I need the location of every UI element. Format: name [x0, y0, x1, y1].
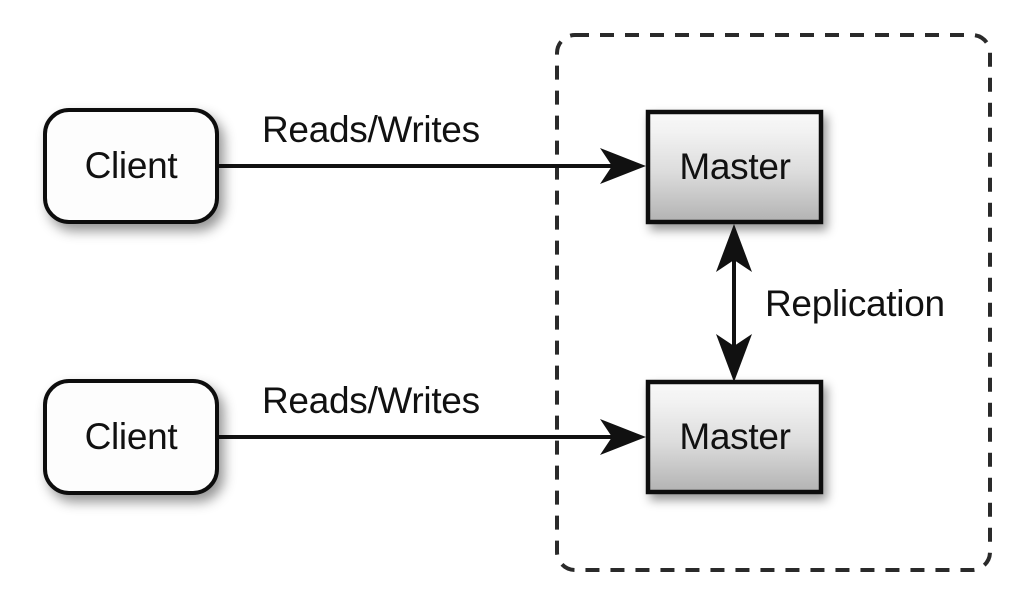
master-bottom-label: Master — [679, 416, 790, 457]
node-master-top[interactable] — [645, 109, 824, 225]
replication-group-boundary — [555, 33, 992, 572]
node-client-top[interactable] — [43, 108, 219, 224]
edge-reads-writes-bottom — [216, 419, 646, 455]
arrowhead-replication-up — [716, 224, 752, 272]
edge-label-reads-writes-top: Reads/Writes — [262, 109, 480, 150]
edge-replication — [716, 224, 752, 382]
client-bottom-shape[interactable] — [43, 379, 219, 495]
master-bottom-shape[interactable] — [645, 379, 824, 495]
edge-label-replication: Replication — [765, 283, 945, 324]
edge-label-reads-writes-bottom: Reads/Writes — [262, 380, 480, 421]
node-master-bottom[interactable] — [645, 379, 824, 495]
client-top-shape[interactable] — [43, 108, 219, 224]
master-top-shape[interactable] — [645, 109, 824, 225]
group-boundary-outline — [555, 33, 992, 572]
arrowhead-bottom — [600, 419, 646, 455]
client-top-label: Client — [85, 145, 179, 186]
node-client-bottom[interactable] — [43, 379, 219, 495]
master-top-label: Master — [679, 146, 790, 187]
client-bottom-label: Client — [85, 416, 179, 457]
edge-reads-writes-top — [216, 148, 646, 184]
arrowhead-top — [600, 148, 646, 184]
arrowhead-replication-down — [716, 334, 752, 382]
